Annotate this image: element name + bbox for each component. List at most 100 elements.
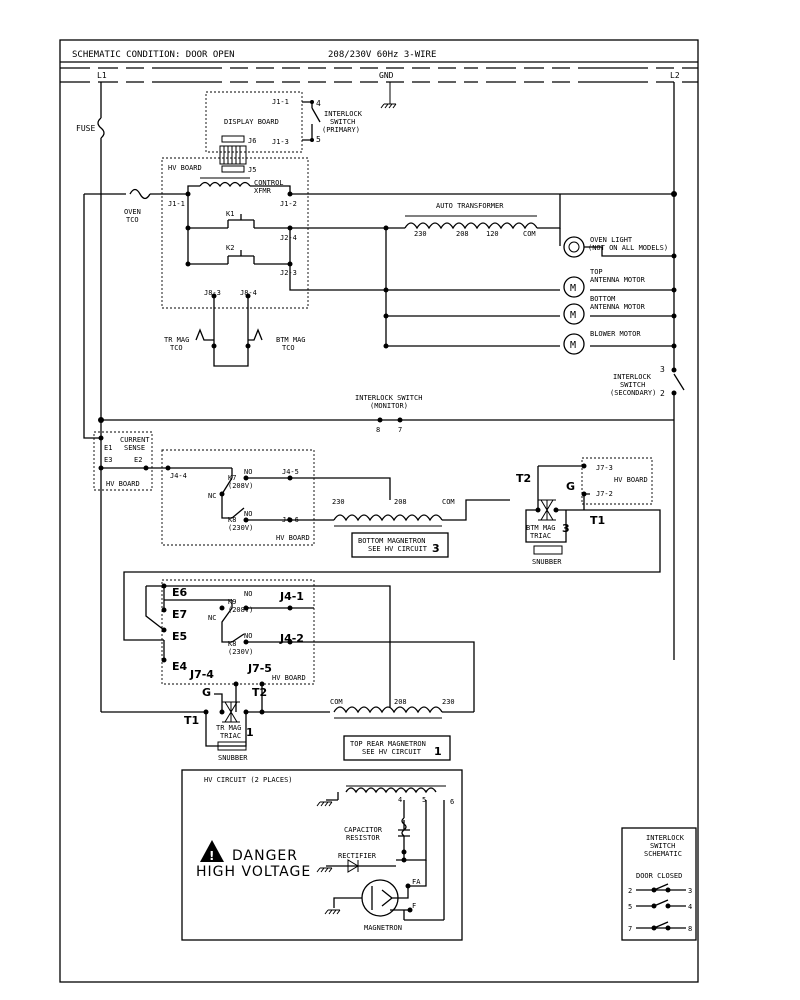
hv-pin-4: 4 xyxy=(398,796,402,804)
k7-label-2: (208V) xyxy=(228,482,253,490)
e5-label: E5 xyxy=(172,630,187,643)
oven-tco-2: TCO xyxy=(126,216,139,224)
hv-board-j7-label: HV BOARD xyxy=(614,476,648,484)
t1-label-tr: T1 xyxy=(184,714,199,727)
top-antenna-2: ANTENNA MOTOR xyxy=(590,276,646,284)
interlock-monitor-2: (MONITOR) xyxy=(370,402,408,410)
k8b-no-label: NO xyxy=(244,632,252,640)
j7-3-label: J7-3 xyxy=(596,464,613,472)
tap-t-208: 208 xyxy=(394,698,407,706)
display-board xyxy=(205,91,303,153)
tco-wiring xyxy=(195,293,263,367)
interlock-schematic-3: SCHEMATIC xyxy=(644,850,682,858)
j1-1-label: J1-1 xyxy=(272,98,289,106)
l2-trunk xyxy=(671,82,685,660)
j4-4-label: J4-4 xyxy=(170,472,187,480)
ground-symbol xyxy=(380,82,397,109)
snubber-tr: SNUBBER xyxy=(218,754,248,762)
tr-mag-triac xyxy=(101,681,330,751)
oven-tco-1: OVEN xyxy=(124,208,141,216)
oven-light-2: (NOT ON ALL MODELS) xyxy=(588,244,668,252)
hv-pin-5: 5 xyxy=(422,796,426,804)
e3-label: E3 xyxy=(104,456,112,464)
bottom-magnetron-1: BOTTOM MAGNETRON xyxy=(358,537,425,545)
j4-1-label: J4-1 xyxy=(279,590,304,603)
j7-5-label: J7-5 xyxy=(247,662,272,675)
magnetron-label: MAGNETRON xyxy=(364,924,402,932)
interlock-secondary-2: SWITCH xyxy=(620,381,645,389)
j7-2-label: J7-2 xyxy=(596,490,613,498)
danger-icon xyxy=(200,840,224,862)
auto-transformer-label: AUTO TRANSFORMER xyxy=(436,202,504,210)
control-xfmr-1: CONTROL xyxy=(254,179,284,187)
sw-pin-5: 5 xyxy=(628,903,632,911)
capacitor-resistor-1: CAPACITOR xyxy=(344,826,383,834)
tap-t-230: 230 xyxy=(442,698,455,706)
door-closed-label: DOOR CLOSED xyxy=(636,872,682,880)
e2-label: E2 xyxy=(134,456,142,464)
blower-motor-label: BLOWER MOTOR xyxy=(590,330,641,338)
k1-label: K1 xyxy=(226,210,234,218)
tap-b-com: COM xyxy=(442,498,455,506)
btm-mag-tco-1: BTM MAG xyxy=(276,336,306,344)
bus-l1-label: L1 xyxy=(97,71,107,80)
interlock-monitor-1: INTERLOCK SWITCH xyxy=(355,394,422,402)
top-rear-magnetron-box xyxy=(343,735,451,761)
top-antenna-motor xyxy=(563,276,585,298)
j4-5-label: J4-5 xyxy=(282,468,299,476)
j4-6-label: J4-6 xyxy=(282,516,299,524)
ribbon-connector xyxy=(219,135,247,173)
bus-l2-label: L2 xyxy=(670,71,680,80)
tap-208: 208 xyxy=(456,230,469,238)
k7-k8-wiring xyxy=(165,465,391,523)
tr-mag-triac-2: TRIAC xyxy=(220,732,241,740)
top-rear-magnetron-num: 1 xyxy=(434,745,442,758)
sw-pin-2: 2 xyxy=(628,887,632,895)
btm-triac-num: 3 xyxy=(562,522,570,535)
k8b-label-1: K8 xyxy=(228,640,236,648)
top-rear-magnetron-transformer xyxy=(333,706,474,719)
hv-pin-6: 6 xyxy=(450,798,454,806)
pin3-label: 3 xyxy=(660,365,665,374)
sw-pin-4: 4 xyxy=(688,903,692,911)
current-sense-wiring xyxy=(98,435,168,712)
oven-light-1: OVEN LIGHT xyxy=(590,236,633,244)
j1-2-label: J1-2 xyxy=(280,200,297,208)
tr-mag-triac-1: TR MAG xyxy=(216,724,241,732)
tap-230: 230 xyxy=(414,230,427,238)
k8-label-1: K8 xyxy=(228,516,236,524)
bottom-magnetron-box xyxy=(351,532,449,558)
k7-no-label: NO xyxy=(244,468,252,476)
k7-label-1: K7 xyxy=(228,474,236,482)
interlock-primary-3: (PRIMARY) xyxy=(322,126,360,134)
interlock-secondary-3: (SECONDARY) xyxy=(610,389,656,397)
j2-4-label: J2-4 xyxy=(280,234,297,242)
bus-lines xyxy=(60,67,698,83)
hv-board-upper-label: HV BOARD xyxy=(168,164,202,172)
sw-pin-7: 7 xyxy=(628,925,632,933)
tap-t-com: COM xyxy=(330,698,343,706)
bus-gnd-label: GND xyxy=(379,71,394,80)
pin5-label: 5 xyxy=(316,135,321,144)
j2-3-label: J2-3 xyxy=(280,269,297,277)
bottom-antenna-1: BOTTOM xyxy=(590,295,615,303)
blower-motor xyxy=(563,333,585,355)
k9-k8-wiring xyxy=(145,583,475,712)
t2-label-btm: T2 xyxy=(516,472,531,485)
tr-triac-num: 1 xyxy=(246,726,254,739)
pin8-label: 8 xyxy=(376,426,380,434)
hv-circuit-box xyxy=(181,769,463,941)
e7-label: E7 xyxy=(172,608,187,621)
current-sense-1: CURRENT xyxy=(120,436,150,444)
j1-1b-label: J1-1 xyxy=(168,200,185,208)
e6-label: E6 xyxy=(172,586,188,599)
btm-mag-triac-2: TRIAC xyxy=(530,532,551,540)
j6-label: J6 xyxy=(248,137,256,145)
j4-2-label: J4-2 xyxy=(279,632,304,645)
power-spec: 208/230V 60Hz 3-WIRE xyxy=(328,50,436,60)
current-sense-2: SENSE xyxy=(124,444,145,452)
rectifier-label: RECTIFIER xyxy=(338,852,377,860)
outer-frame xyxy=(59,39,699,983)
k8-label-2: (230V) xyxy=(228,524,253,532)
